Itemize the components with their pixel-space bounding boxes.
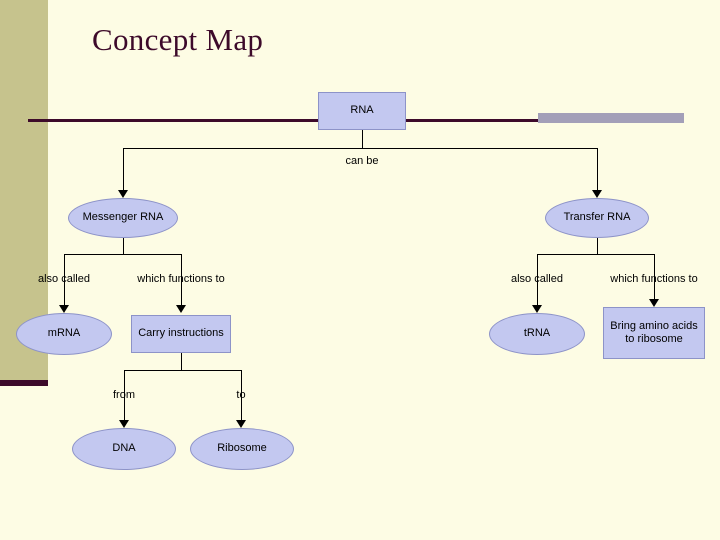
edge-trna-right-drop <box>654 254 655 299</box>
edge-trna-bus <box>537 254 654 255</box>
edge-label-from: from <box>113 389 135 401</box>
node-trna[interactable]: tRNA <box>489 313 585 355</box>
node-carry-instructions-label: Carry instructions <box>138 327 224 340</box>
edge-carry-left-arrow <box>119 420 129 428</box>
edge-rna-bus <box>123 148 597 149</box>
node-messenger-rna[interactable]: Messenger RNA <box>68 198 178 238</box>
edge-rna-to-trna-arrow <box>592 190 602 198</box>
node-dna[interactable]: DNA <box>72 428 176 470</box>
left-band-accent <box>0 380 48 386</box>
edge-carry-right-drop <box>241 370 242 420</box>
title-divider-accent <box>538 113 684 123</box>
node-carry-instructions[interactable]: Carry instructions <box>131 315 231 353</box>
edge-carry-left-drop <box>124 370 125 420</box>
edge-mrna-stem <box>123 238 124 254</box>
edge-label-functions-1: which functions to <box>137 273 225 285</box>
node-transfer-rna[interactable]: Transfer RNA <box>545 198 649 238</box>
edge-mrna-right-drop <box>181 254 182 305</box>
edge-label-can-be: can be <box>345 155 379 167</box>
node-messenger-rna-label: Messenger RNA <box>82 211 164 224</box>
edge-carry-right-arrow <box>236 420 246 428</box>
edge-rna-to-mrna-arrow <box>118 190 128 198</box>
edge-trna-right-arrow <box>649 299 659 307</box>
node-ribosome[interactable]: Ribosome <box>190 428 294 470</box>
edge-mrna-left-arrow <box>59 305 69 313</box>
edge-rna-to-mrna-drop <box>123 148 124 190</box>
node-ribosome-label: Ribosome <box>217 442 267 455</box>
node-mrna-label: mRNA <box>47 327 81 340</box>
edge-label-also-called-1: also called <box>38 273 90 285</box>
page-title: Concept Map <box>92 22 264 57</box>
node-dna-label: DNA <box>112 442 136 455</box>
edge-rna-stem <box>362 130 363 148</box>
edge-rna-to-trna-drop <box>597 148 598 190</box>
node-mrna[interactable]: mRNA <box>16 313 112 355</box>
edge-carry-bus <box>124 370 241 371</box>
edge-label-to: to <box>236 389 246 401</box>
edge-label-also-called-2: also called <box>511 273 563 285</box>
edge-carry-stem <box>181 353 182 370</box>
edge-mrna-left-drop <box>64 254 65 305</box>
node-rna[interactable]: RNA <box>318 92 406 130</box>
edge-trna-left-arrow <box>532 305 542 313</box>
node-trna-label: tRNA <box>523 327 551 340</box>
node-rna-label: RNA <box>350 104 374 117</box>
edge-mrna-right-arrow <box>176 305 186 313</box>
edge-mrna-bus <box>64 254 181 255</box>
node-bring-amino-acids[interactable]: Bring amino acids to ribosome <box>603 307 705 359</box>
edge-trna-left-drop <box>537 254 538 305</box>
node-transfer-rna-label: Transfer RNA <box>563 211 631 224</box>
edge-label-functions-2: which functions to <box>610 273 698 285</box>
edge-trna-stem <box>597 238 598 254</box>
node-bring-amino-acids-label: Bring amino acids to ribosome <box>610 319 698 345</box>
